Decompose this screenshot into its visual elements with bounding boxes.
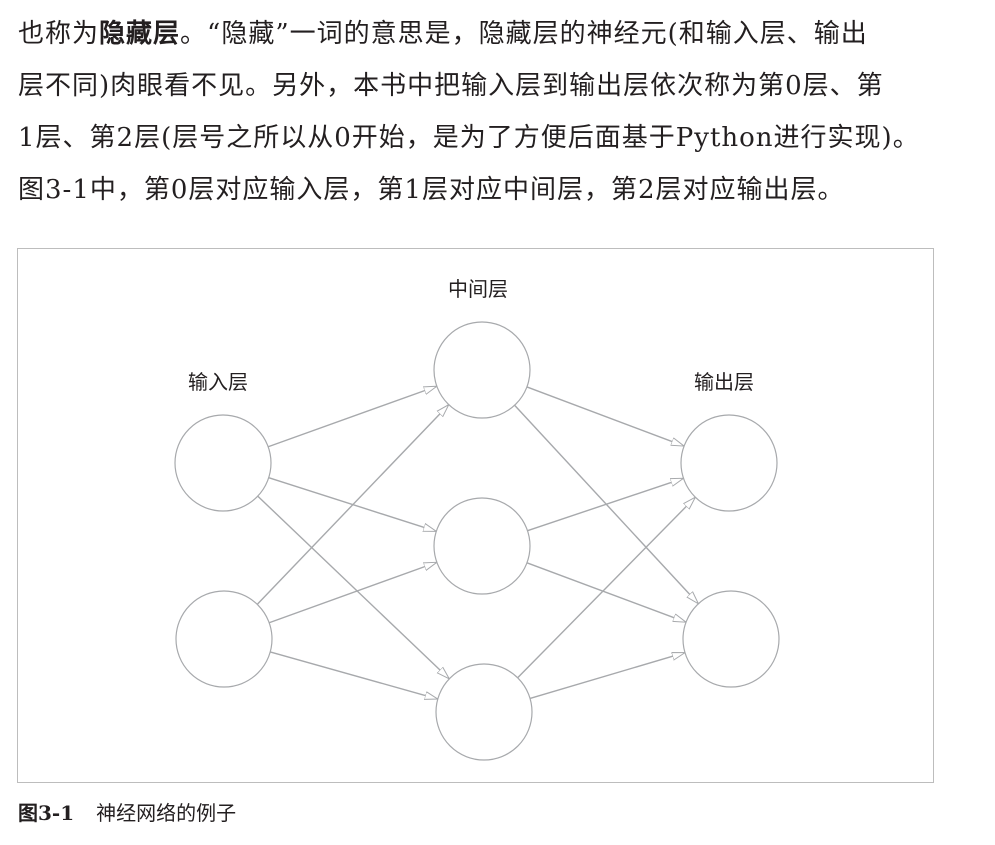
hidden-neuron-2 (433, 497, 531, 595)
connection-arrow (257, 495, 450, 679)
term-hidden-layer: 隐藏层 (99, 19, 181, 49)
connection-arrow (529, 651, 685, 700)
connection-arrows (256, 385, 698, 700)
figure-caption: 图3-1 神经网络的例子 (18, 797, 236, 826)
input-neuron-2 (175, 590, 273, 688)
body-paragraph: 也称为隐藏层。“隐藏”一词的意思是，隐藏层的神经元(和输入层、输出 层不同)肉眼… (18, 8, 948, 216)
input-layer-label: 输入层 (188, 370, 248, 394)
connection-arrow (270, 651, 438, 699)
input-neuron-1 (174, 414, 272, 512)
output-neuron-2 (682, 590, 780, 688)
connection-arrow (517, 497, 696, 679)
paragraph-line-4: 图3-1中，第0层对应输入层，第1层对应中间层，第2层对应输出层。 (18, 175, 845, 205)
connection-arrow (256, 405, 449, 605)
output-layer-label: 输出层 (694, 370, 754, 394)
connection-arrow (268, 561, 437, 624)
paragraph-line-1: 也称为隐藏层。“隐藏”一词的意思是，隐藏层的神经元(和输入层、输出 (18, 19, 868, 49)
hidden-layer-label: 中间层 (448, 277, 508, 301)
connection-arrow (267, 385, 437, 448)
connection-arrow (527, 477, 683, 532)
figure-number: 图3-1 (18, 801, 75, 825)
paragraph-line-3: 1层、第2层(层号之所以从0开始，是为了方便后面基于Python进行实现)。 (18, 123, 920, 153)
figure-title: 神经网络的例子 (96, 801, 237, 825)
connection-arrow (526, 386, 684, 447)
output-neuron-1 (680, 414, 778, 512)
connection-arrow (526, 562, 686, 623)
neural-network-diagram (174, 321, 780, 761)
neural-network-figure: 输入层 中间层 输出层 (17, 248, 934, 783)
hidden-neuron-1 (433, 321, 531, 419)
neuron-nodes (174, 321, 780, 761)
paragraph-line-2: 层不同)肉眼看不见。另外，本书中把输入层到输出层依次称为第0层、第 (18, 71, 884, 101)
hidden-neuron-3 (435, 663, 533, 761)
